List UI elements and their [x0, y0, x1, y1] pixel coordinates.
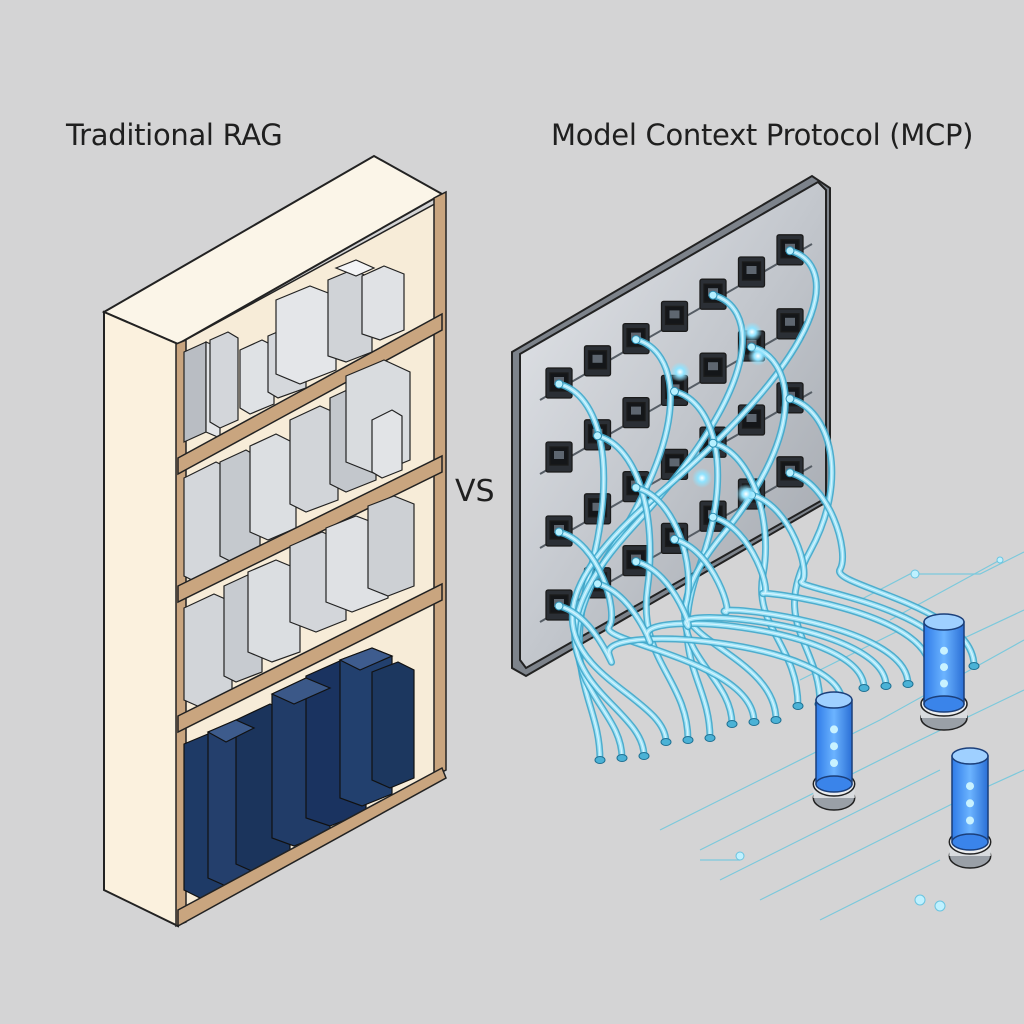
cable — [748, 491, 956, 672]
glow-spark — [692, 468, 712, 488]
traditional-rag-title: Traditional RAG — [66, 118, 283, 152]
cable — [632, 558, 890, 690]
cable — [555, 528, 758, 726]
database-cylinder — [948, 747, 992, 869]
glow-spark — [742, 322, 762, 342]
port — [583, 345, 612, 377]
port — [776, 308, 804, 340]
cable — [671, 535, 912, 688]
port — [699, 352, 727, 384]
port — [545, 441, 573, 473]
vs-label: VS — [455, 474, 495, 509]
cable — [786, 395, 836, 708]
glow-spark — [736, 484, 756, 504]
glow-spark — [670, 362, 690, 382]
database-cylinder — [812, 691, 856, 811]
cable — [594, 432, 692, 744]
cable — [594, 580, 868, 692]
port — [660, 300, 689, 333]
glow-spark — [748, 346, 768, 366]
cable — [709, 513, 934, 674]
cable — [681, 343, 789, 728]
database-cylinder-icon — [812, 613, 992, 869]
cable — [571, 291, 746, 760]
port — [622, 396, 650, 429]
circuit-lines — [659, 551, 1024, 921]
port — [737, 256, 766, 288]
bookshelf-icon — [101, 154, 447, 928]
cable — [632, 484, 780, 724]
cable — [555, 602, 846, 706]
cable-icon — [555, 247, 978, 764]
database-cylinder — [920, 613, 968, 731]
mcp-title: Model Context Protocol (MCP) — [551, 118, 974, 152]
